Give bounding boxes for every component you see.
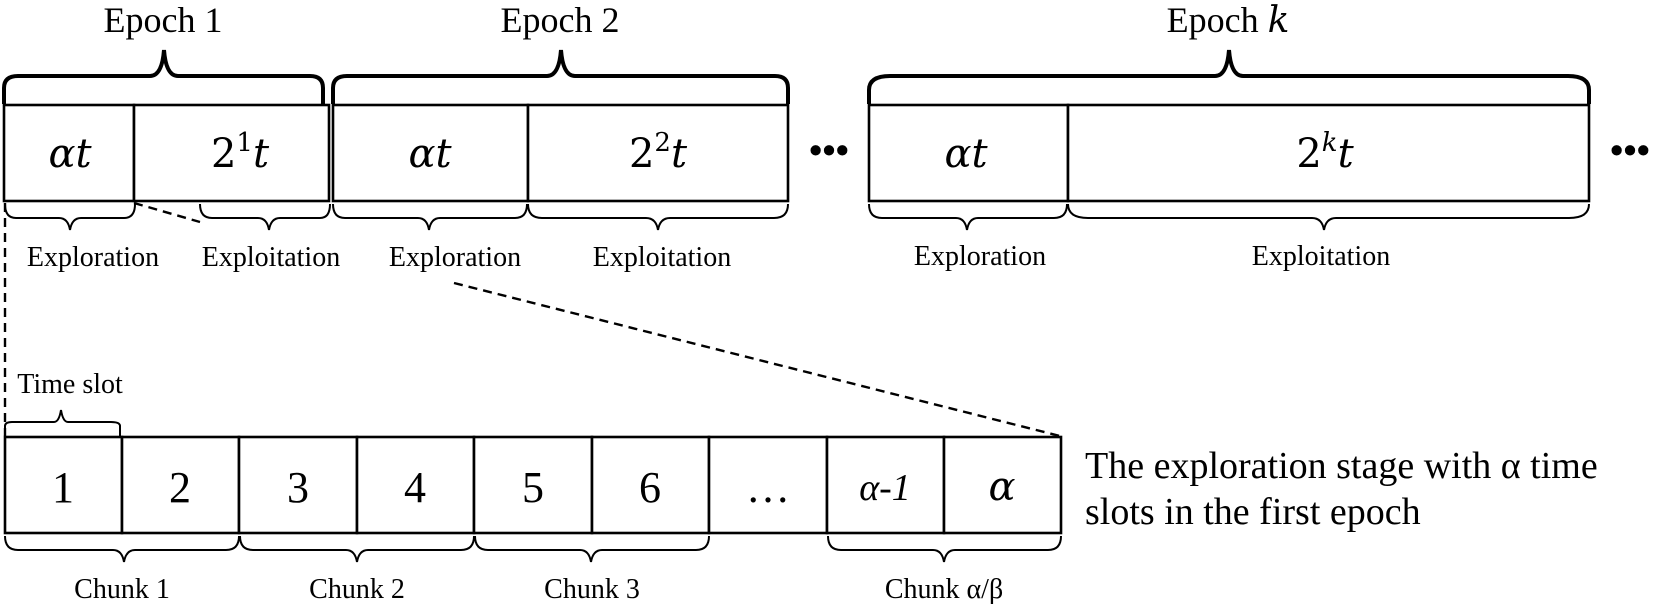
slot-label-6: 6 xyxy=(639,463,661,512)
chunk-alpha-beta-brace xyxy=(827,535,1062,563)
chunk-1-brace xyxy=(4,535,240,563)
slot-box-ellipsis xyxy=(707,435,829,535)
slot-label-4: 4 xyxy=(404,463,426,512)
slot-label-5: 5 xyxy=(522,463,544,512)
epoch-2-brace xyxy=(331,49,790,104)
epoch-k-exploration-duration: αt xyxy=(944,131,988,177)
epoch-2-label: Epoch 2 xyxy=(501,0,620,40)
epoch-k-brace xyxy=(867,49,1591,104)
slot-box-2 xyxy=(120,435,241,535)
epoch-1-exploration-box xyxy=(2,103,136,203)
slot-box-alpha xyxy=(942,435,1063,535)
epoch-2-exploitation-duration: 22t xyxy=(629,128,688,177)
slot-label-2: 2 xyxy=(169,463,191,512)
epoch-k-exploitation-brace xyxy=(1067,203,1590,231)
epoch-1-brace xyxy=(1,49,325,104)
epoch-2-exploitation-label: Exploitation xyxy=(593,242,731,273)
epoch-k-exploration-label: Exploration xyxy=(914,241,1046,272)
zoom-line-right xyxy=(453,281,1061,438)
epoch-1-exploration-brace xyxy=(4,203,136,231)
epoch-1-exploration-duration: αt xyxy=(48,131,92,177)
chunk-1-label: Chunk 1 xyxy=(74,574,170,605)
epoch-2-exploration-box xyxy=(331,103,530,203)
time-slot-brace xyxy=(4,409,121,436)
caption-line-2: slots in the first epoch xyxy=(1085,491,1421,533)
epoch-k-exploitation-box xyxy=(1066,103,1591,203)
epoch-ellipsis-end: ••• xyxy=(1610,130,1650,172)
slot-label-3: 3 xyxy=(287,463,309,512)
chunk-3-label: Chunk 3 xyxy=(544,574,640,605)
epoch-2-exploitation-box xyxy=(526,103,790,203)
epoch-1-exploitation-brace xyxy=(199,203,331,231)
zoom-line-top-short xyxy=(133,201,201,224)
slot-box-4 xyxy=(355,435,476,535)
slot-label-ellipsis: … xyxy=(746,463,790,512)
epoch-k-label: Epoch k xyxy=(1167,0,1290,41)
time-slot-label: Time slot xyxy=(17,369,123,400)
epoch-1-exploitation-label: Exploitation xyxy=(202,242,340,273)
chunk-2-brace xyxy=(239,535,475,563)
epoch-1-exploitation-duration: 21t xyxy=(211,128,270,177)
epoch-k-exploitation-label: Exploitation xyxy=(1252,241,1390,272)
slot-box-5 xyxy=(472,435,594,535)
epoch-2-exploration-duration: αt xyxy=(408,131,452,177)
epoch-2-exploration-brace xyxy=(332,203,528,231)
slot-box-1 xyxy=(3,435,124,535)
slot-label-alpha-minus-1: α-1 xyxy=(859,467,911,509)
epoch-k-exploration-box xyxy=(867,103,1070,203)
epoch-2-exploration-label: Exploration xyxy=(389,242,521,273)
slot-label-1: 1 xyxy=(52,463,74,512)
epoch-1-label: Epoch 1 xyxy=(104,0,223,40)
chunk-alpha-beta-label: Chunk α/β xyxy=(885,574,1003,605)
caption-line-1: The exploration stage with α time xyxy=(1085,445,1598,487)
epoch-k-exploitation-duration: 2kt xyxy=(1296,128,1354,177)
chunk-2-label: Chunk 2 xyxy=(309,574,405,605)
chunk-3-brace xyxy=(474,535,710,563)
epoch-ellipsis-middle: ••• xyxy=(809,130,849,172)
slot-label-alpha: α xyxy=(988,464,1015,510)
epoch-1-exploration-label: Exploration xyxy=(27,242,159,273)
slot-box-6 xyxy=(590,435,711,535)
epoch-k-exploration-brace xyxy=(868,203,1068,231)
epoch-2-exploitation-brace xyxy=(527,203,789,231)
epoch-1-exploitation-box xyxy=(132,103,331,203)
